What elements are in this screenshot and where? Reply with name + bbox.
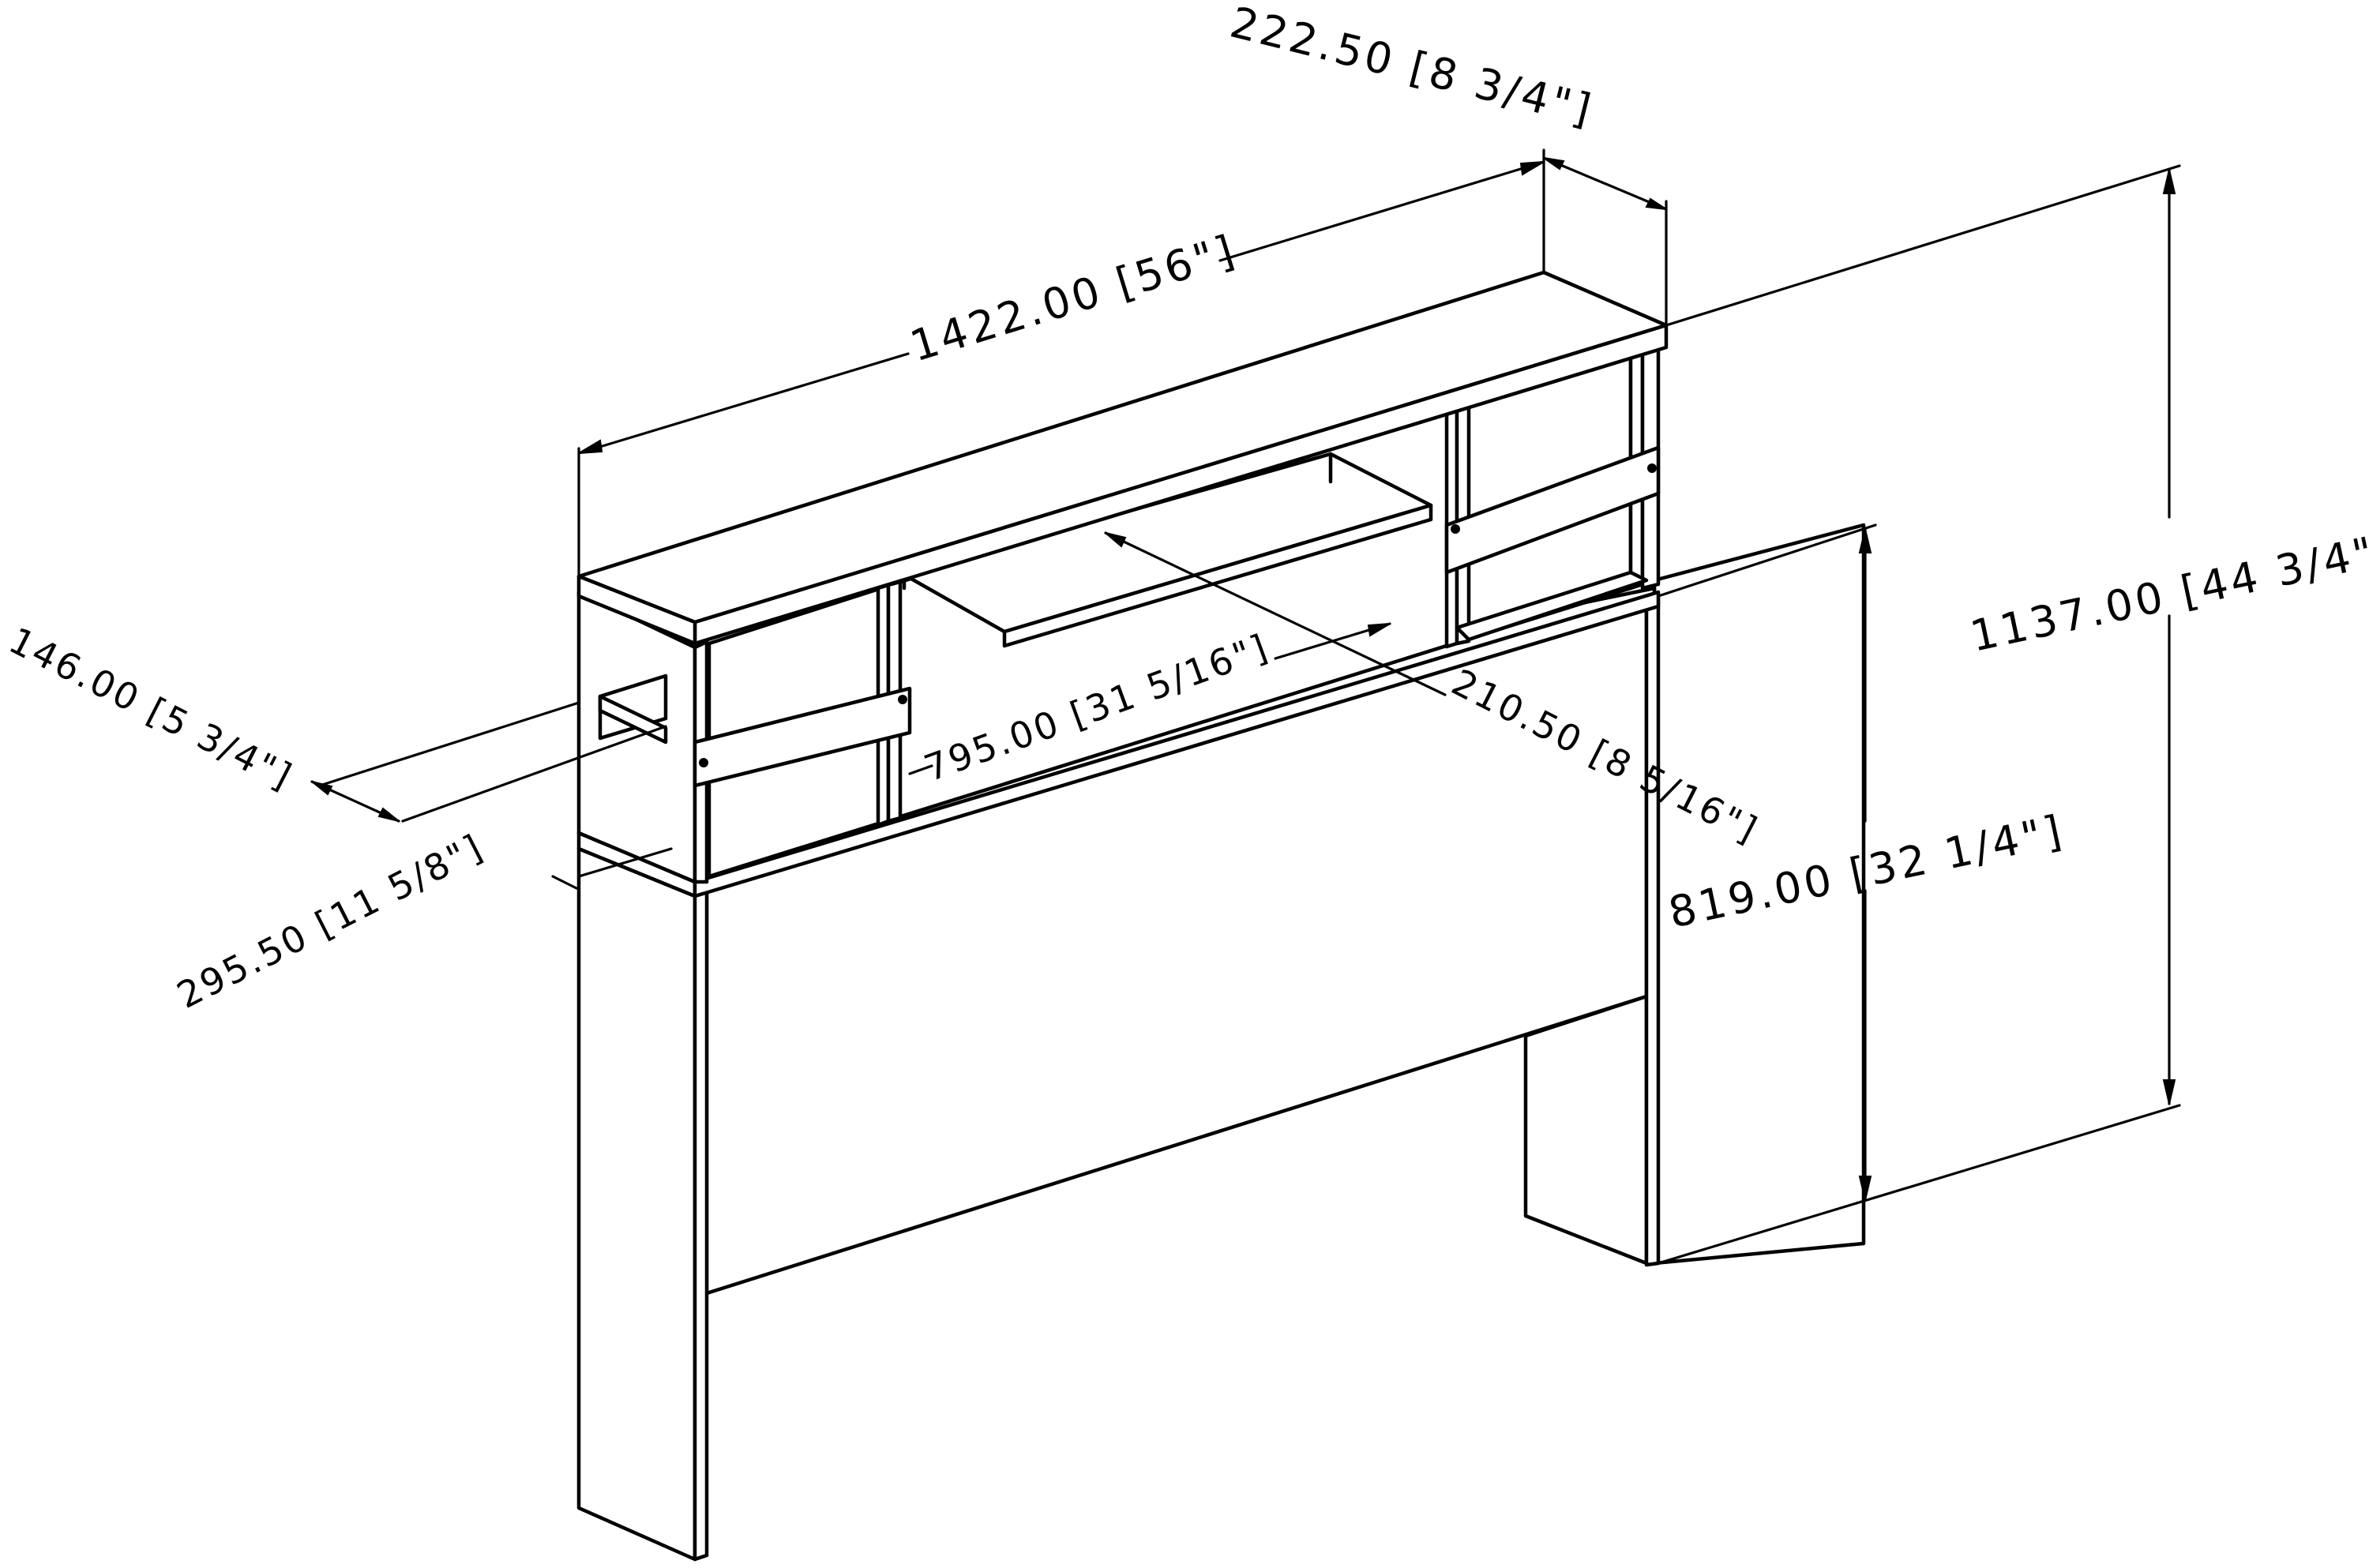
center-shelf-front — [1002, 503, 1433, 648]
top-shelf-side-edge — [576, 574, 697, 646]
headboard-body — [576, 270, 1866, 1562]
right-panel-edge — [1644, 594, 1661, 1267]
dim-label-shelf-opening: 146.00 [5 3/4"] — [2, 619, 300, 799]
arrow-head — [2162, 1079, 2176, 1105]
arrow-head — [311, 781, 333, 796]
arrow-head — [1543, 157, 1565, 171]
screw-dot — [898, 695, 907, 704]
screw-dot — [1647, 463, 1657, 473]
arrow-head — [2162, 169, 2176, 194]
arrow-head — [1858, 1176, 1872, 1201]
bracket-strap-left — [693, 686, 912, 788]
arrow-head — [1105, 532, 1127, 548]
left-leg-side — [576, 846, 697, 1562]
right-back-leg — [1523, 994, 1649, 1266]
left-small-shelf-front — [598, 694, 668, 745]
arrow-head — [377, 807, 400, 822]
arrow-head — [578, 439, 603, 454]
bracket-strap-right — [1444, 445, 1661, 575]
left-leg-edge — [693, 888, 709, 1562]
dim-label-width: 1422.00 [56"] — [904, 225, 1242, 371]
screw-dot — [1451, 524, 1460, 534]
arrow-head — [1858, 528, 1872, 553]
arrow-head — [1367, 623, 1391, 637]
lower-shelf-front-long — [693, 590, 1661, 898]
arrow-head — [1519, 161, 1545, 176]
dim-label-overall-height: 1137.00 [44 3/4"] — [1966, 523, 2369, 662]
dim-label-depth-top: 222.50 [8 3/4"] — [1226, 0, 1599, 136]
dim-label-side-compartment: 295.50 [11 5/8"] — [170, 825, 490, 1016]
arrow-head — [1645, 197, 1667, 210]
right-compartment-rail — [1455, 570, 1649, 642]
screw-dot — [699, 758, 708, 767]
dimension-lines — [310, 148, 2181, 1265]
